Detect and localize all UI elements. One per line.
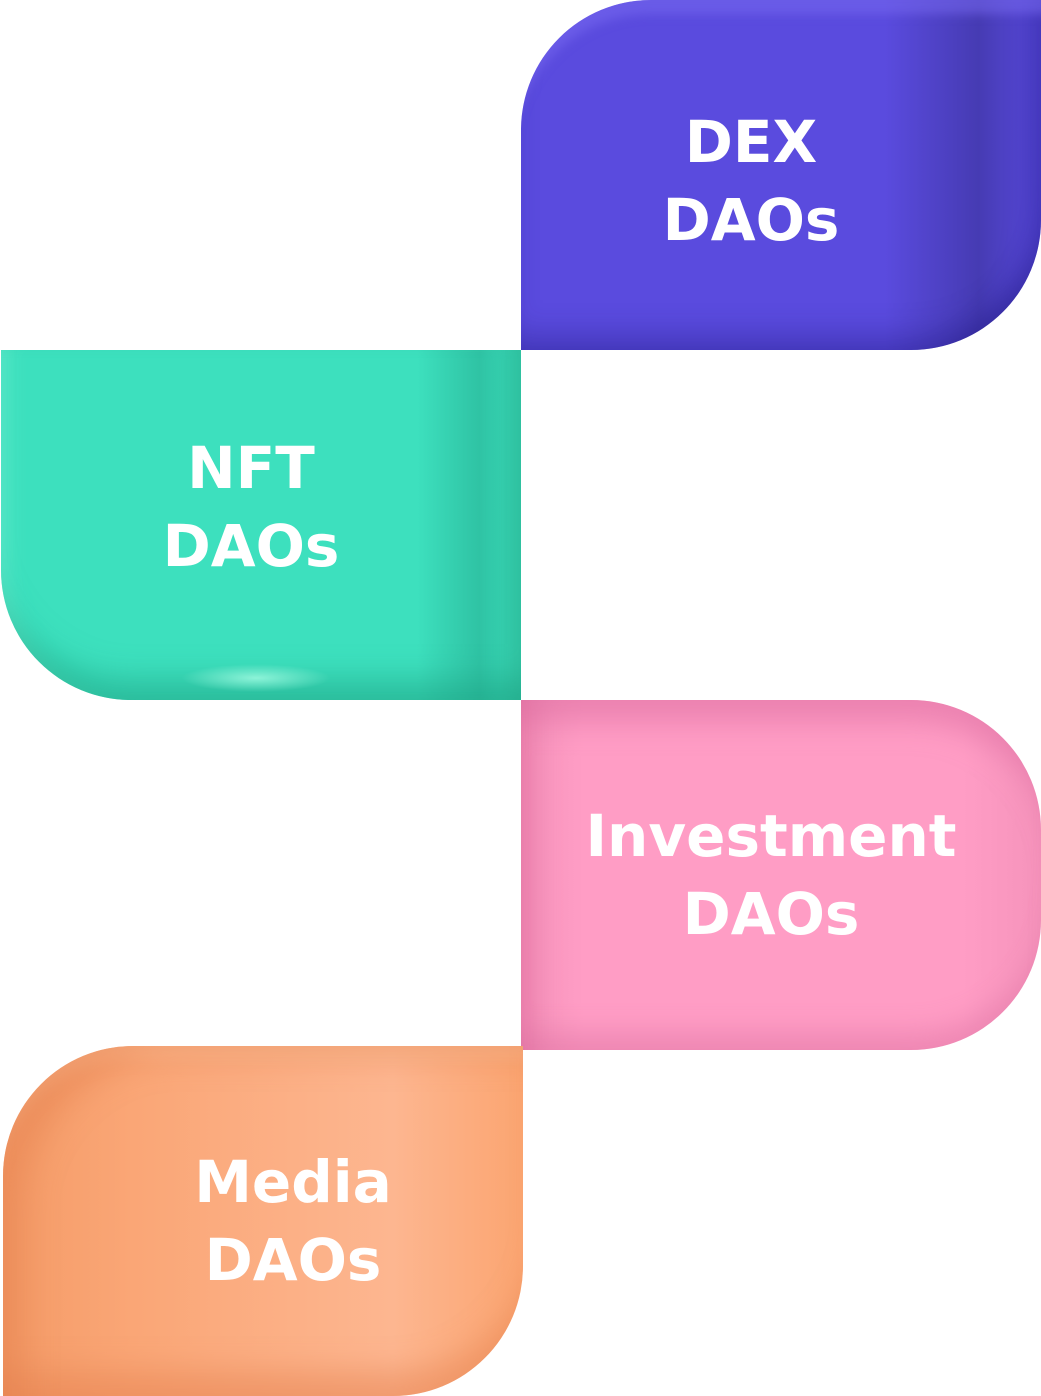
tile-label-line2: DAOs (162, 512, 340, 580)
tile-label-line1: NFT (187, 434, 315, 502)
tile-label-line1: DEX (684, 108, 818, 176)
tile-nft-daos: NFT DAOs (1, 350, 521, 700)
tile-media-daos: Media DAOs (3, 1046, 523, 1396)
tile-label-line2: DAOs (662, 186, 840, 254)
highlight-glow (181, 664, 331, 692)
tile-investment-daos: Investment DAOs (521, 700, 1041, 1050)
tile-label: NFT DAOs (1, 350, 511, 682)
tile-label: Investment DAOs (521, 700, 1031, 1050)
tile-label-line1: Media (194, 1148, 392, 1216)
tile-label-line1: Investment (585, 802, 957, 870)
tile-label-line2: DAOs (682, 880, 860, 948)
tile-label-line2: DAOs (204, 1226, 382, 1294)
tile-label: DEX DAOs (521, 0, 1011, 350)
tile-dex-daos: DEX DAOs (521, 0, 1041, 350)
tile-label: Media DAOs (33, 1046, 523, 1396)
